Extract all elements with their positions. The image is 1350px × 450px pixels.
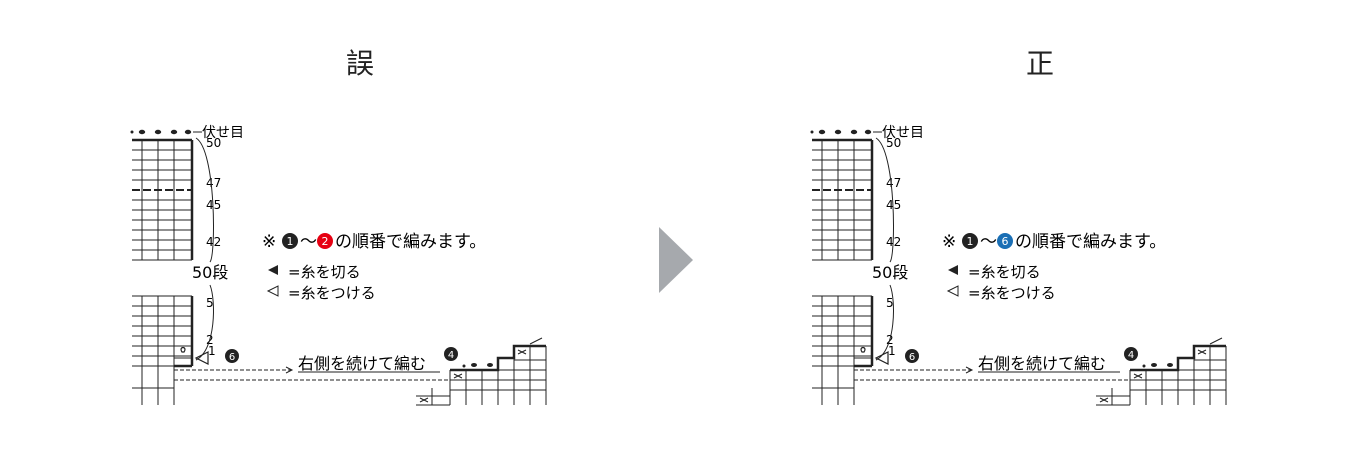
instruction-note: ※ 1 〜 2 の順番で編みます。: [262, 232, 486, 252]
attach-yarn-symbol: [266, 285, 279, 297]
continue-label: 右側を続けて編む: [978, 354, 1106, 373]
wrong-knitting-chart: 伏せ目 50 47 45 42 5 2 1 50段 6: [130, 125, 547, 406]
right-step-outline: [1130, 344, 1226, 372]
row-range-bracket-upper: [875, 137, 894, 263]
svg-text:※: ※: [942, 232, 956, 252]
legend-attach-label: =糸をつける: [968, 284, 1056, 302]
legend: =糸を切る =糸をつける: [946, 263, 1056, 302]
bind-off-dots: [130, 129, 192, 135]
row-number-45: 45: [886, 198, 901, 212]
total-rows-label: 50段: [192, 263, 228, 282]
knitting-grid-upper: [132, 139, 192, 261]
svg-text:6: 6: [909, 352, 915, 363]
cut-yarn-symbol: [268, 265, 278, 275]
svg-text:2: 2: [322, 235, 329, 248]
row-number-5: 5: [886, 296, 894, 310]
row-number-1: 1: [208, 344, 216, 358]
bind-off-dots: [810, 129, 872, 135]
legend-cut-label: =糸を切る: [968, 263, 1041, 281]
decrease-marks: [419, 337, 543, 403]
correct-heading: 正: [1025, 47, 1054, 80]
legend: =糸を切る =糸をつける: [266, 263, 376, 302]
step-mark-b: 4: [444, 347, 458, 361]
note-tilde: 〜: [980, 232, 997, 252]
row-numbers: 50 47 45 42 5 2 1: [206, 136, 221, 358]
row-number-1: 1: [888, 344, 896, 358]
row-numbers: 50 47 45 42 5 2 1: [886, 136, 901, 358]
right-step-grid: [416, 346, 547, 406]
row-number-50: 50: [206, 136, 221, 150]
row-number-42: 42: [206, 235, 221, 249]
svg-text:6: 6: [229, 352, 235, 363]
note-start-mark: [962, 233, 978, 249]
continue-label: 右側を続けて編む: [298, 354, 426, 373]
row-number-45: 45: [206, 198, 221, 212]
correct-panel: 正: [760, 0, 1320, 450]
knitting-grid-lower: [812, 295, 872, 405]
step-mark-a: 6: [225, 349, 239, 363]
step-mark-a: 6: [905, 349, 919, 363]
attach-yarn-symbol: [946, 285, 959, 297]
wrong-panel: 誤: [80, 0, 640, 450]
attach-symbol: [860, 346, 889, 365]
right-step-grid: [1096, 346, 1227, 406]
svg-text:の順番で編みます。: の順番で編みます。: [1015, 232, 1166, 252]
note-end-mark: [997, 233, 1013, 249]
svg-text:4: 4: [448, 350, 454, 361]
row-number-50: 50: [886, 136, 901, 150]
knitting-grid-lower: [132, 295, 192, 405]
right-step-outline: [450, 344, 546, 372]
chart-outline: [812, 138, 874, 405]
total-rows-label: 50段: [872, 263, 908, 282]
row-range-bracket-upper: [195, 137, 214, 263]
chart-outline: [132, 138, 194, 405]
note-end-mark: [317, 233, 333, 249]
instruction-note: ※ 1 〜 6 の順番で編みます。: [942, 232, 1166, 252]
right-bind-off-dots: [1142, 363, 1173, 368]
correction-arrow-icon: [655, 225, 695, 299]
svg-text:4: 4: [1128, 350, 1134, 361]
row-number-47: 47: [206, 176, 221, 190]
knitting-grid-upper: [812, 139, 872, 261]
svg-text:1: 1: [287, 235, 294, 248]
svg-text:の順番で編みます。: の順番で編みます。: [335, 232, 486, 252]
continue-arrow-head: [285, 366, 294, 374]
row-number-47: 47: [886, 176, 901, 190]
svg-text:※: ※: [262, 232, 276, 252]
correct-knitting-chart: 伏せ目 50 47 45 42 5 2 1 50段 6: [810, 125, 1227, 406]
note-start-mark: [282, 233, 298, 249]
svg-text:1: 1: [967, 235, 974, 248]
bind-off-label: 伏せ目: [202, 125, 244, 141]
legend-attach-label: =糸をつける: [288, 284, 376, 302]
note-tilde: 〜: [300, 232, 317, 252]
row-number-42: 42: [886, 235, 901, 249]
row-number-5: 5: [206, 296, 214, 310]
bind-off-label: 伏せ目: [882, 125, 924, 141]
wrong-heading: 誤: [345, 47, 374, 80]
attach-symbol: [180, 346, 209, 365]
decrease-marks: [1099, 337, 1223, 403]
svg-text:6: 6: [1002, 235, 1009, 248]
legend-cut-label: =糸を切る: [288, 263, 361, 281]
continue-arrow-head: [965, 366, 974, 374]
step-mark-b: 4: [1124, 347, 1138, 361]
cut-yarn-symbol: [948, 265, 958, 275]
right-bind-off-dots: [462, 363, 493, 368]
